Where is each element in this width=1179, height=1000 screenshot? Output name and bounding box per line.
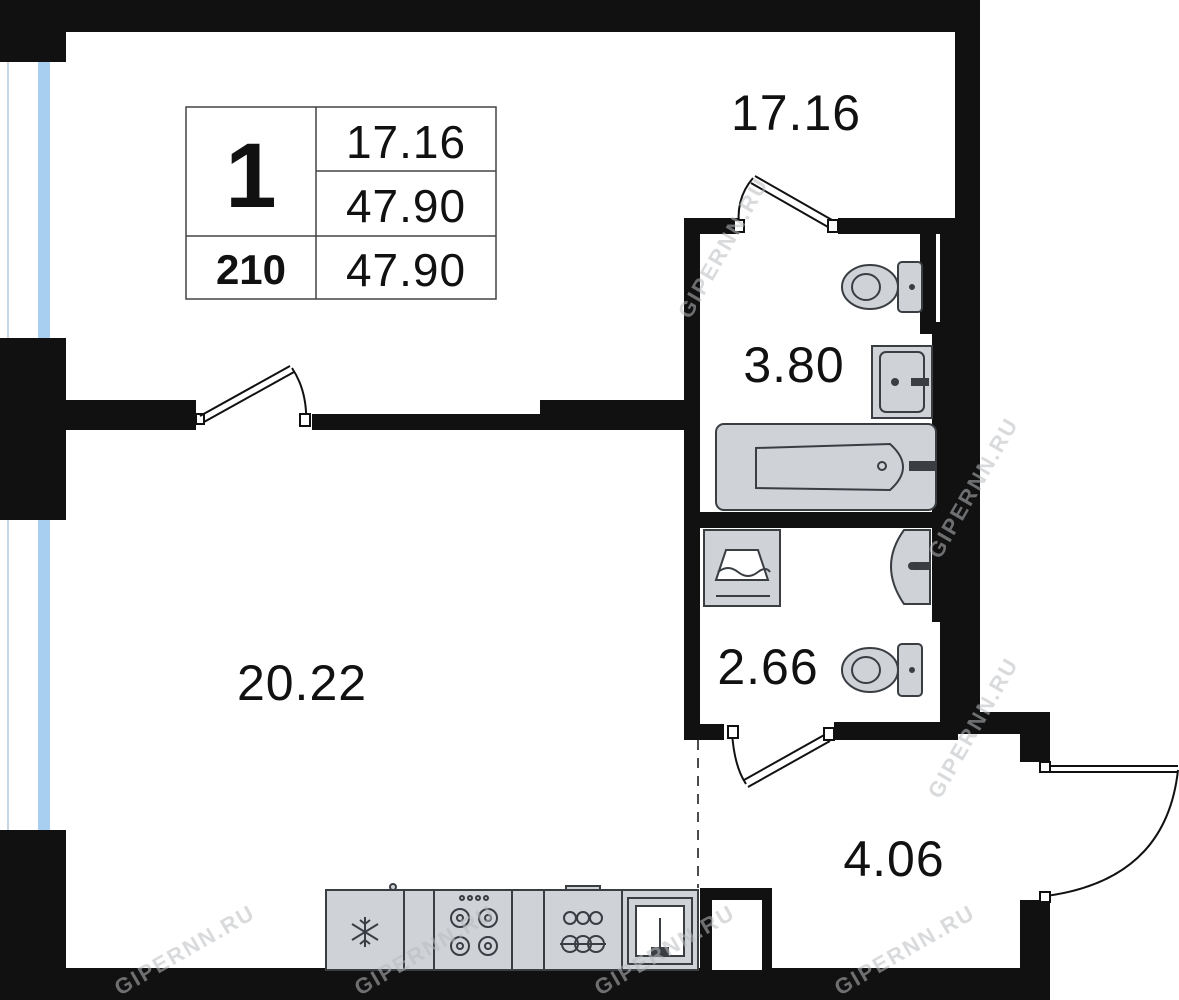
wall-right-jamb-top	[1020, 712, 1050, 762]
wall-toilet-bottom-right	[834, 722, 958, 740]
door-entrance-jamb-2	[1039, 891, 1051, 903]
door-bedroom	[195, 365, 311, 427]
wall-bottom	[0, 968, 1050, 1000]
total-area-value-2: 47.90	[346, 244, 466, 296]
fridge-snowflake-icon	[351, 917, 379, 947]
door-toilet-jamb-2	[823, 727, 835, 741]
wall-bath-top-left	[684, 218, 739, 234]
wall-left-pier	[0, 338, 66, 520]
column-inner-void	[712, 900, 762, 970]
washing-machine-icon	[703, 529, 781, 607]
wall-shaft-right	[940, 234, 958, 724]
door-entrance-swing	[1045, 769, 1179, 897]
door-toilet-panel	[743, 733, 827, 781]
sink-bathroom-icon	[871, 345, 933, 419]
interior-walls	[66, 218, 958, 970]
kitchen-block	[325, 883, 699, 971]
door-entrance-jamb	[1039, 761, 1051, 773]
total-area-value: 47.90	[346, 180, 466, 232]
exterior-walls	[0, 0, 1050, 1000]
cooktop-icon	[450, 895, 498, 956]
door-toilet-jamb	[727, 725, 739, 739]
door-toilet-swing	[731, 731, 747, 785]
wall-bath-top-right	[838, 218, 958, 234]
info-table: 1 210 17.16 47.90 47.90	[185, 106, 497, 300]
door-bedroom-panel	[199, 365, 291, 417]
window-lower-glass	[38, 520, 50, 830]
fixtures	[703, 261, 937, 697]
door-bathroom-panel-2	[750, 182, 829, 228]
wall-right-upper	[955, 0, 980, 718]
wall-top	[0, 0, 980, 32]
door-bathroom-panel	[754, 175, 833, 221]
door-bathroom-jamb-2	[827, 219, 839, 233]
toilet-bathroom-icon	[841, 261, 923, 313]
living-area-value: 17.16	[346, 116, 466, 168]
wall-left-top	[0, 0, 66, 62]
wall-shaft-left	[920, 234, 936, 334]
wall-right-jamb-bottom	[1020, 900, 1050, 1000]
room-area-kitchen-living: 20.22	[237, 655, 367, 711]
room-area-bedroom: 17.16	[731, 85, 861, 141]
bathtub-icon	[715, 423, 937, 511]
kitchen-sink-icon	[627, 897, 693, 965]
door-toilet	[727, 725, 835, 788]
apartment-number: 210	[216, 246, 286, 293]
door-bathroom-jamb	[733, 219, 745, 233]
wall-toilet-bottom-left	[684, 724, 724, 740]
windows	[0, 62, 66, 830]
room-area-toilet: 2.66	[717, 639, 818, 695]
wall-bedroom-bottom-left	[66, 400, 196, 430]
wall-bath-left	[684, 218, 700, 738]
dishwasher-icon	[560, 885, 606, 953]
room-area-hall: 4.06	[843, 831, 944, 887]
window-upper-frame	[0, 62, 66, 338]
wall-bedroom-bottom-bump	[540, 400, 692, 430]
toilet-wc-icon	[841, 643, 923, 697]
sink-toilet-room-icon	[890, 529, 931, 605]
door-toilet-panel-2	[747, 740, 831, 788]
window-lower-frame	[0, 520, 66, 830]
rooms-count: 1	[225, 125, 276, 227]
window-upper-glass	[38, 62, 50, 338]
room-area-bathroom: 3.80	[743, 337, 844, 393]
door-entrance	[1039, 761, 1179, 903]
door-bedroom-jamb	[299, 413, 311, 427]
wall-bath-divider	[684, 512, 948, 528]
door-bedroom-panel-2	[203, 371, 295, 423]
info-table-frame	[185, 106, 497, 300]
doors	[195, 175, 1179, 903]
door-bathroom	[733, 175, 839, 233]
door-bedroom-leaf	[195, 413, 205, 425]
